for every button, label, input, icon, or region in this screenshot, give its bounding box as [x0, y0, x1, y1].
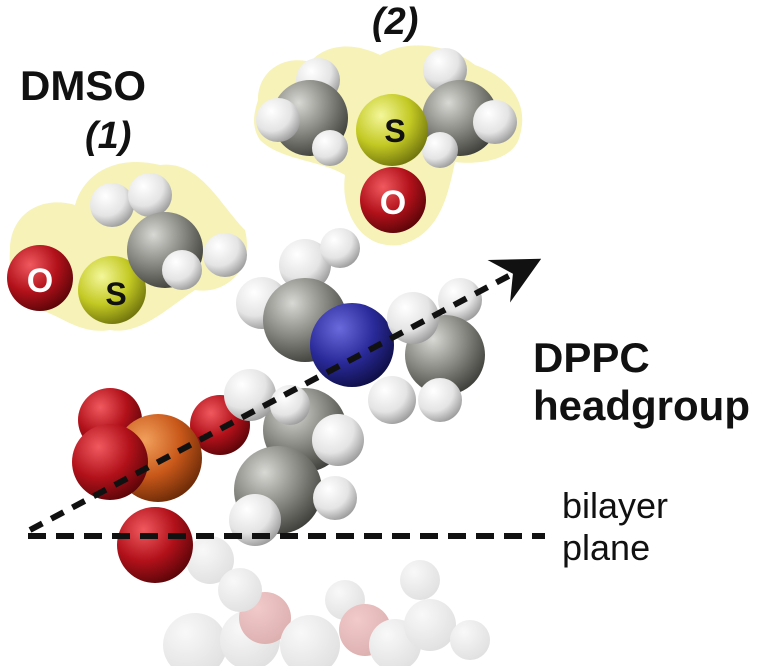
atom-label-o1: O [27, 262, 53, 300]
hydrogen-atom [270, 385, 310, 425]
hydrogen-atom [312, 130, 348, 166]
dmso-label: DMSO [20, 62, 146, 109]
oxygen-atom-2 [360, 167, 426, 233]
molecule-2-label: (2) [372, 1, 418, 43]
bilayer-label: bilayer [562, 485, 668, 526]
headgroup-direction-arrow [28, 258, 542, 533]
sulfur-atom-2 [356, 94, 428, 166]
headgroup-label: headgroup [533, 382, 750, 429]
hydrogen-atom [90, 183, 134, 227]
atom-label-s1: S [105, 276, 126, 312]
faded-lipid-below [163, 536, 490, 671]
hydrogen-atom [320, 228, 360, 268]
hydrogen-atom [312, 414, 364, 466]
hydrogen-atom [368, 376, 416, 424]
hydrogen-atom [224, 369, 276, 421]
oxygen-atom [117, 507, 193, 583]
plane-label: plane [562, 527, 650, 568]
oxygen-atom-1 [7, 245, 73, 311]
hydrogen-atom [279, 239, 331, 291]
dmso-molecule-2: S O [254, 45, 523, 246]
dmso-molecule-1: O S [7, 161, 247, 331]
hydrogen-atom [473, 100, 517, 144]
hydrogen-atom [203, 233, 247, 277]
atom-label-s2: S [384, 113, 405, 149]
dppc-label: DPPC [533, 334, 650, 381]
sulfur-atom-1 [78, 256, 146, 324]
oxygen-atom [72, 424, 148, 500]
hydrogen-atom [313, 476, 357, 520]
atom-label-o2: O [380, 184, 406, 222]
hydrogen-atom [418, 378, 462, 422]
hydrogen-atom [256, 98, 300, 142]
molecule-1-label: (1) [85, 115, 131, 157]
nitrogen-atom [310, 303, 394, 387]
dppc-headgroup [72, 228, 485, 583]
hydrogen-atom [162, 250, 202, 290]
hydrogen-atom [422, 132, 458, 168]
hydrogen-atom [128, 173, 172, 217]
